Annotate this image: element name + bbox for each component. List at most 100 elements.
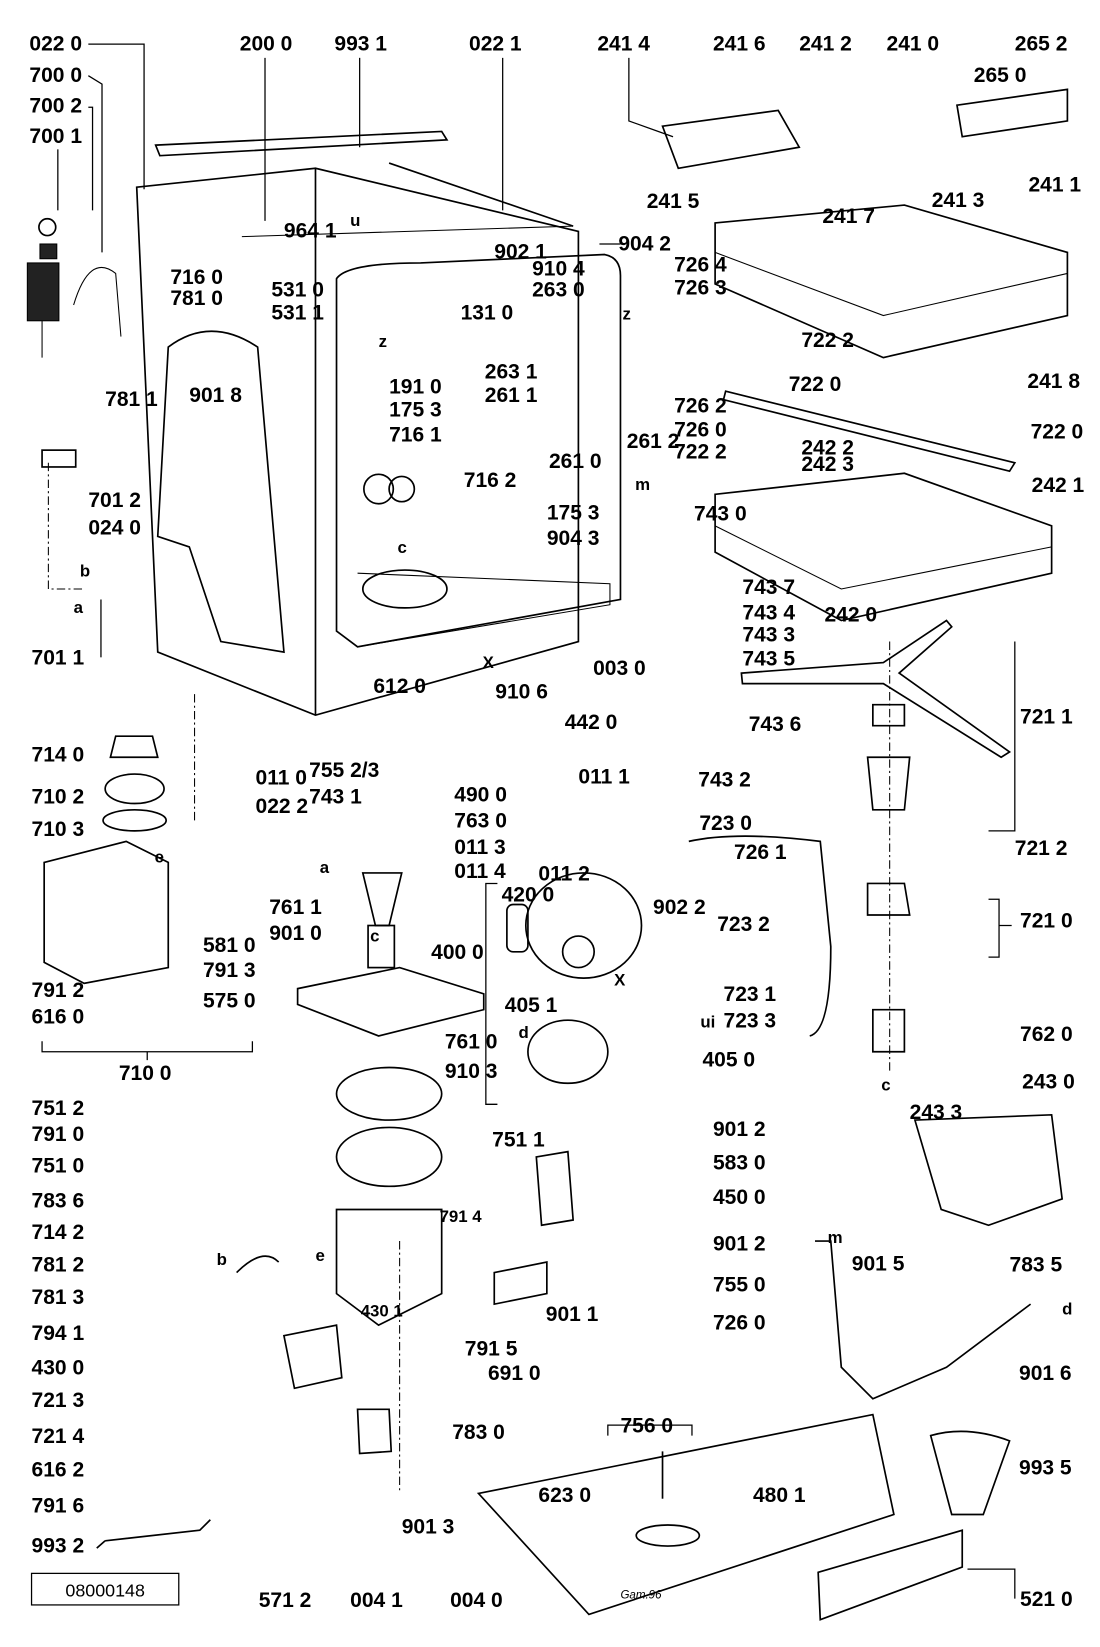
part-number-label: 761 0	[445, 1031, 498, 1054]
part-number-label: 714 0	[32, 743, 85, 766]
part-number-label: 726 4	[674, 253, 727, 276]
part-number-label: 904 3	[547, 527, 600, 550]
part-number-label: 616 2	[32, 1459, 85, 1482]
part-number-label: 722 0	[1031, 421, 1084, 444]
reference-letter: ui	[700, 1013, 715, 1032]
part-number-label: 751 1	[492, 1128, 545, 1151]
reference-letter: z	[623, 305, 631, 324]
part-number-label: 721 0	[1020, 910, 1073, 933]
base-plate: Gam.96	[476, 1413, 895, 1616]
part-number-label: 743 2	[698, 769, 751, 792]
part-number-label: 722 0	[789, 373, 842, 396]
reference-letter: c	[370, 926, 379, 945]
part-number-label: 761 1	[269, 896, 322, 919]
part-number-label: 781 0	[170, 287, 223, 310]
part-number-label: 241 8	[1027, 370, 1080, 393]
part-number-label: 762 0	[1020, 1023, 1073, 1046]
part-number-label: 612 0	[373, 675, 426, 698]
part-number-label: 200 0	[240, 32, 293, 55]
reference-letter: e	[155, 847, 164, 866]
part-number-label: 265 2	[1015, 32, 1068, 55]
part-number-label: 901 6	[1019, 1362, 1072, 1385]
reference-letter: a	[320, 858, 330, 877]
part-number-label: 791 3	[203, 959, 256, 982]
part-number-label: 011 1	[578, 766, 630, 789]
part-number-label: 721 3	[32, 1389, 85, 1412]
part-number-label: 716 1	[389, 424, 442, 447]
part-number-label: 904 2	[618, 232, 671, 255]
part-number-label: 781 3	[32, 1286, 85, 1309]
part-number-label: 743 3	[742, 624, 795, 647]
part-number-label: 175 3	[547, 502, 600, 525]
reference-letter: 430 1	[361, 1302, 403, 1321]
right-parts	[688, 703, 1064, 1621]
part-number-label: 910 6	[495, 680, 548, 703]
reference-letter: 791 4	[440, 1207, 483, 1226]
reference-letter: X	[483, 653, 495, 672]
group-brackets	[41, 641, 1016, 1436]
part-number-label: 405 0	[702, 1048, 755, 1071]
part-number-label: 726 0	[713, 1311, 766, 1334]
part-number-label: 241 1	[1028, 173, 1081, 196]
part-number-label: 400 0	[431, 941, 484, 964]
part-number-label: 781 1	[105, 388, 158, 411]
reference-letter: d	[518, 1023, 528, 1042]
side-panel	[156, 330, 285, 654]
part-number-label: 701 1	[32, 647, 85, 670]
motor-pump	[493, 872, 643, 1306]
part-number-label: 241 3	[932, 189, 985, 212]
part-number-label: 583 0	[713, 1152, 766, 1175]
part-number-label: 022 0	[29, 32, 82, 55]
part-number-label: 743 4	[742, 601, 795, 624]
water-inlet-hose	[26, 217, 122, 468]
part-number-label: 242 2	[801, 436, 854, 459]
reference-letter: d	[1062, 1300, 1072, 1319]
part-number-label: 781 2	[32, 1254, 85, 1277]
part-number-label: 480 1	[753, 1484, 806, 1507]
reference-letter: m	[828, 1228, 843, 1247]
part-number-label: 755 2/3	[309, 759, 379, 782]
part-number-label: 901 5	[852, 1252, 905, 1275]
part-number-label: 442 0	[565, 711, 618, 734]
tub-door-frame	[335, 253, 622, 648]
part-number-label: 261 1	[485, 384, 538, 407]
part-number-label: 901 1	[546, 1303, 599, 1326]
part-number-label: 726 3	[674, 276, 727, 299]
part-number-label: 011 4	[454, 860, 506, 883]
part-number-label: 531 0	[271, 279, 324, 302]
part-number-label: 011 0	[256, 767, 307, 790]
part-number-label: 261 2	[627, 430, 680, 453]
part-number-label: 243 0	[1022, 1071, 1075, 1094]
part-number-label: 241 2	[799, 32, 852, 55]
part-number-label: 701 2	[88, 489, 141, 512]
part-number-label: 261 0	[549, 450, 602, 473]
top-plate	[154, 130, 449, 157]
part-number-label: 783 0	[452, 1421, 505, 1444]
reference-letter: u	[350, 211, 360, 230]
part-number-label: 265 0	[974, 64, 1027, 87]
document-code: 08000148	[65, 1581, 145, 1601]
part-number-label: 791 2	[32, 979, 85, 1002]
signature: Gam.96	[620, 1590, 662, 1602]
part-number-label: 901 2	[713, 1118, 766, 1141]
part-number-label: 710 2	[32, 786, 85, 809]
part-number-label: 902 2	[653, 896, 706, 919]
part-number-label: 022 1	[469, 32, 522, 55]
part-number-label: 783 6	[32, 1189, 85, 1212]
part-number-label: 743 0	[694, 503, 747, 526]
part-number-label: 430 0	[32, 1357, 85, 1380]
part-number-label: 901 0	[269, 922, 322, 945]
part-number-label: 791 0	[32, 1123, 85, 1146]
part-number-label: 993 2	[32, 1534, 85, 1557]
part-number-label: 241 6	[713, 32, 766, 55]
part-number-label: 964 1	[284, 220, 337, 243]
part-number-label: 755 0	[713, 1274, 766, 1297]
part-number-label: 791 6	[32, 1494, 85, 1517]
part-number-label: 722 2	[674, 441, 727, 464]
part-number-label: 241 0	[887, 32, 940, 55]
part-number-label: 022 2	[256, 795, 309, 818]
part-number-label: 723 2	[717, 913, 770, 936]
part-number-label: 751 0	[32, 1155, 85, 1178]
